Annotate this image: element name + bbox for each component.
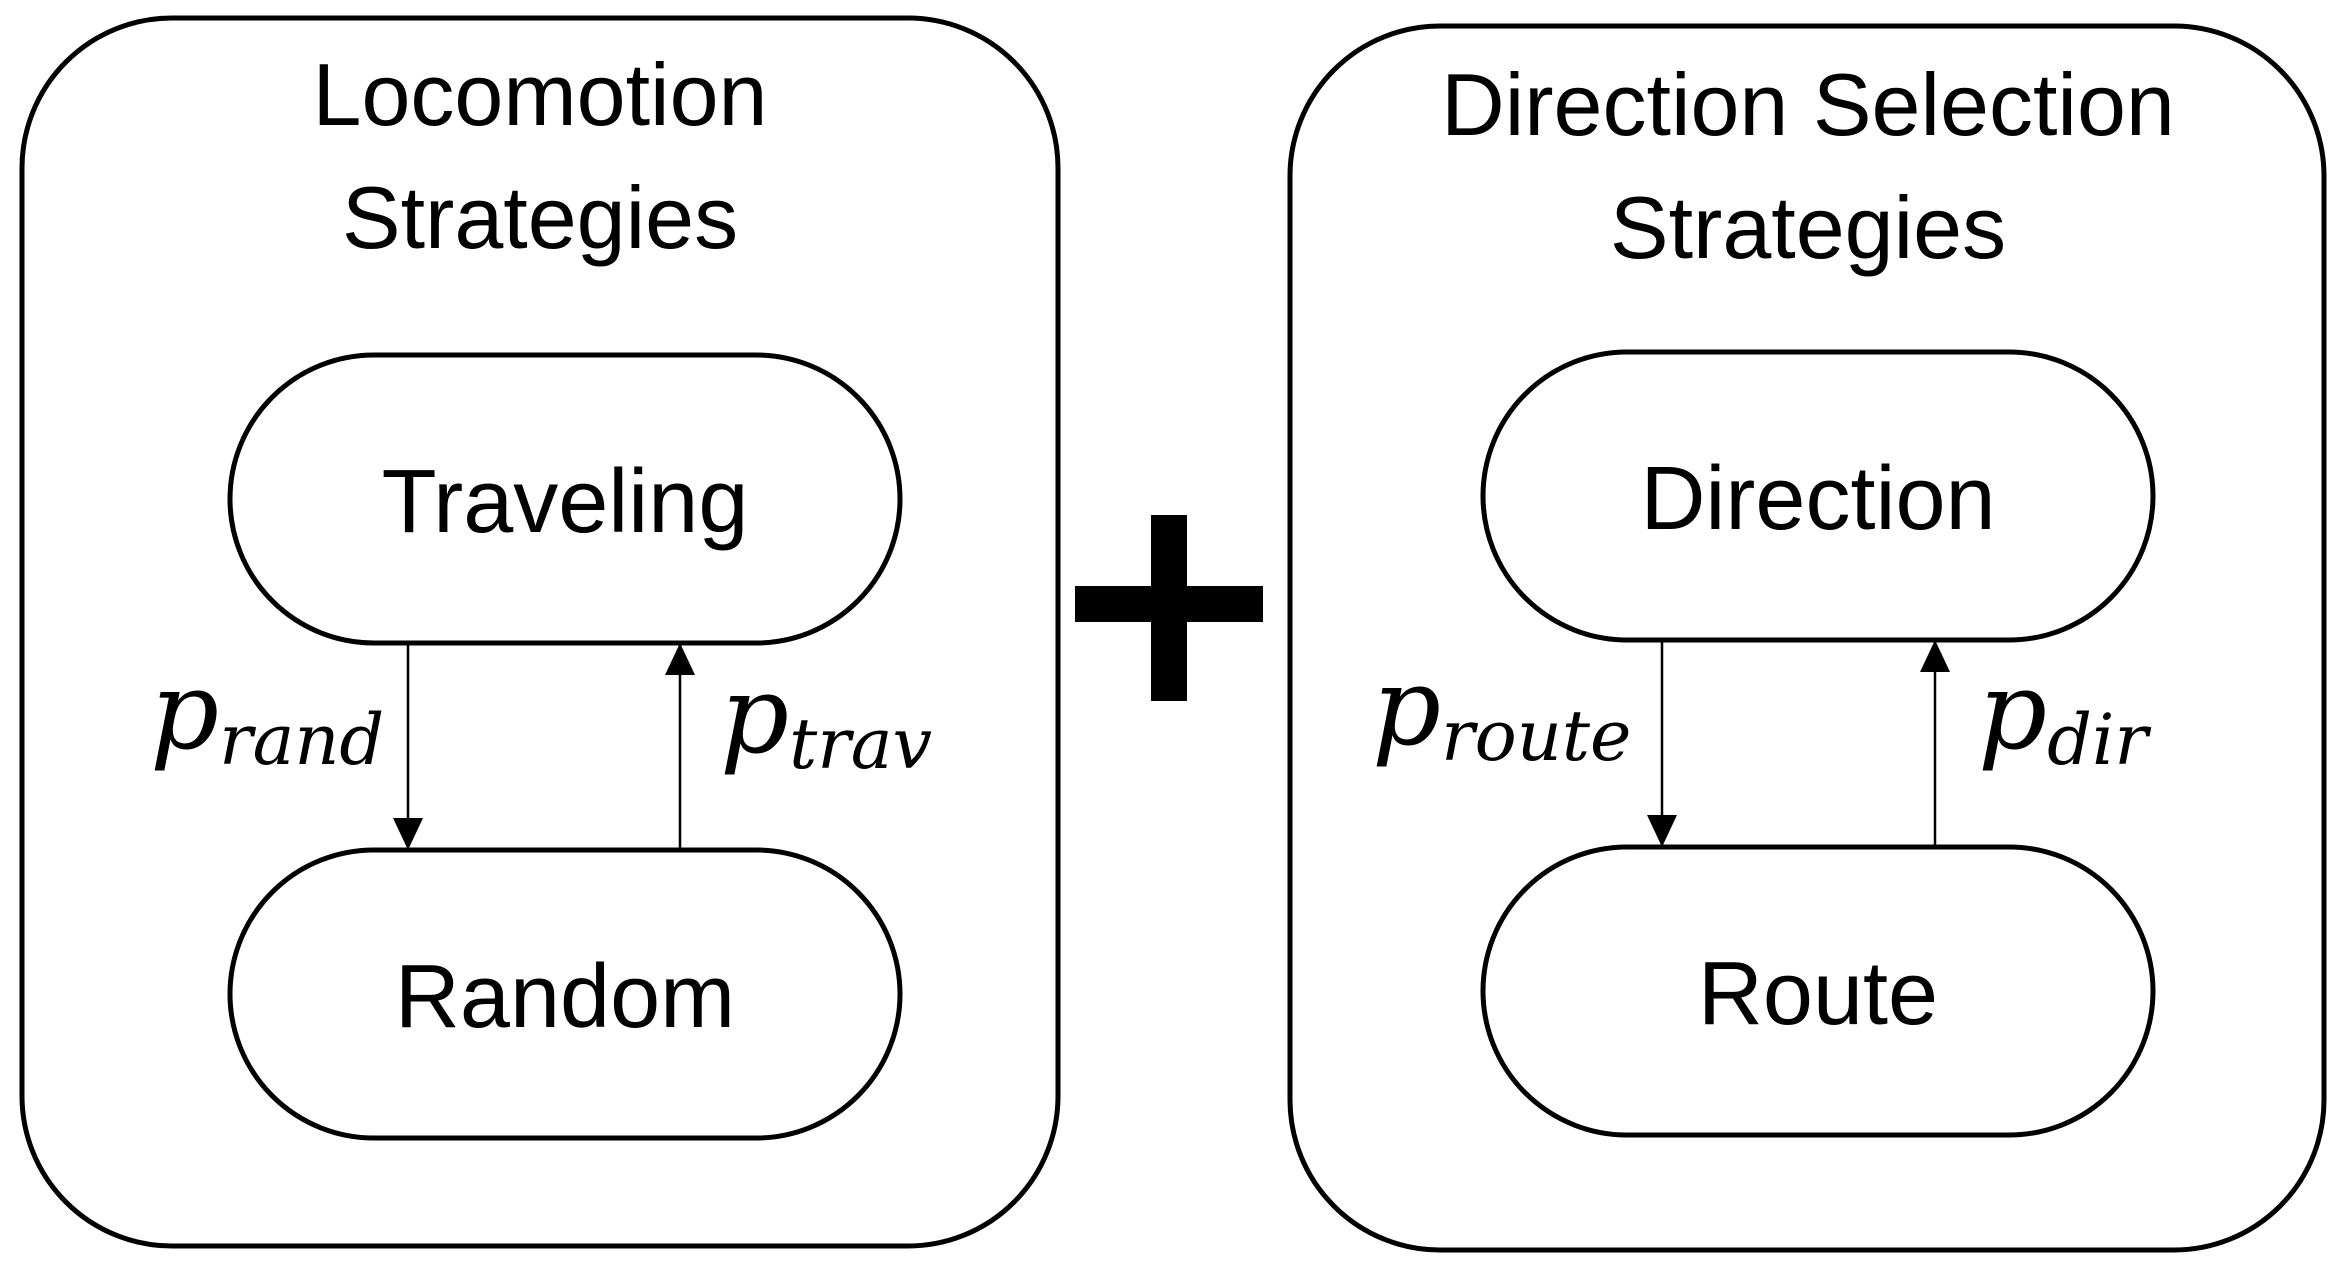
transition-arrow-rand-head — [393, 818, 423, 850]
locomotion-panel: Locomotion Strategies Traveling Random p… — [19, 15, 1061, 1249]
transition-label-p-route: proute — [1372, 645, 1631, 777]
transition-label-p-trav: ptrav — [720, 653, 932, 785]
transition-arrow-trav-head — [665, 643, 695, 675]
state-direction — [1480, 349, 2156, 643]
transition-arrow-dir-head — [1920, 640, 1950, 672]
transition-arrow-route-head — [1647, 815, 1677, 847]
locomotion-panel-title-line2: Strategies — [342, 168, 738, 267]
state-random — [227, 847, 903, 1141]
state-traveling — [227, 352, 903, 646]
plus-icon-vertical-bar — [1151, 515, 1187, 701]
state-random-label: Random — [395, 947, 735, 1047]
transition-label-p-dir: pdir — [1978, 649, 2151, 781]
direction-panel: Direction Selection Strategies Direction… — [1287, 23, 2327, 1253]
state-route — [1480, 844, 2156, 1138]
plus-icon — [1075, 515, 1263, 701]
direction-panel-title-line2: Strategies — [1610, 178, 2006, 277]
state-direction-label: Direction — [1640, 449, 1995, 549]
direction-panel-title-line1: Direction Selection — [1441, 55, 2175, 154]
state-traveling-label: Traveling — [382, 452, 749, 552]
locomotion-panel-title-line1: Locomotion — [313, 45, 768, 144]
state-route-label: Route — [1698, 944, 1938, 1044]
transition-label-p-rand: prand — [150, 649, 384, 781]
